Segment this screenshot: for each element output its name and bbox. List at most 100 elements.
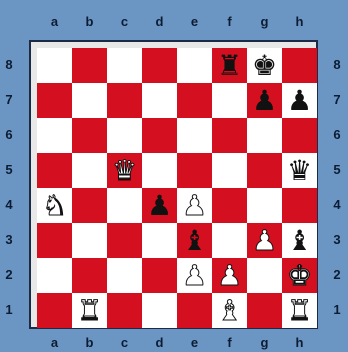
square-a6[interactable] <box>37 118 72 153</box>
square-g8[interactable]: ♚ <box>247 48 282 83</box>
square-d8[interactable] <box>142 48 177 83</box>
square-a8[interactable] <box>37 48 72 83</box>
square-c8[interactable] <box>107 48 142 83</box>
square-f5[interactable] <box>212 153 247 188</box>
square-g1[interactable] <box>247 293 282 328</box>
square-b2[interactable] <box>72 258 107 293</box>
rank-label-right-8: 8 <box>330 57 344 72</box>
square-g7[interactable]: ♟ <box>247 83 282 118</box>
square-a4[interactable]: ♞ <box>37 188 72 223</box>
white-bishop-icon[interactable]: ♝ <box>217 297 242 325</box>
square-f1[interactable]: ♝ <box>212 293 247 328</box>
square-f8[interactable]: ♜ <box>212 48 247 83</box>
square-b5[interactable] <box>72 153 107 188</box>
square-e5[interactable] <box>177 153 212 188</box>
square-h7[interactable]: ♟ <box>282 83 317 118</box>
square-g5[interactable] <box>247 153 282 188</box>
square-h6[interactable] <box>282 118 317 153</box>
white-king-icon[interactable]: ♚ <box>287 262 312 290</box>
square-c2[interactable] <box>107 258 142 293</box>
square-b1[interactable]: ♜ <box>72 293 107 328</box>
square-g6[interactable] <box>247 118 282 153</box>
black-pawn-icon[interactable]: ♟ <box>252 87 277 115</box>
black-bishop-icon[interactable]: ♝ <box>182 227 207 255</box>
square-b6[interactable] <box>72 118 107 153</box>
rank-label-right-3: 3 <box>330 232 344 247</box>
file-label-top-e: e <box>177 14 212 29</box>
square-d2[interactable] <box>142 258 177 293</box>
white-pawn-icon[interactable]: ♟ <box>182 192 207 220</box>
square-b4[interactable] <box>72 188 107 223</box>
black-pawn-icon[interactable]: ♟ <box>147 192 172 220</box>
rank-label-left-7: 7 <box>2 92 16 107</box>
square-d5[interactable] <box>142 153 177 188</box>
square-b7[interactable] <box>72 83 107 118</box>
rank-label-right-2: 2 <box>330 267 344 282</box>
white-queen-icon[interactable]: ♛ <box>112 157 137 185</box>
square-g2[interactable] <box>247 258 282 293</box>
square-h4[interactable] <box>282 188 317 223</box>
square-h3[interactable]: ♝ <box>282 223 317 258</box>
square-f2[interactable]: ♟ <box>212 258 247 293</box>
square-h8[interactable] <box>282 48 317 83</box>
square-c5[interactable]: ♛ <box>107 153 142 188</box>
white-pawn-icon[interactable]: ♟ <box>182 262 207 290</box>
black-bishop-icon[interactable]: ♝ <box>287 227 312 255</box>
square-f6[interactable] <box>212 118 247 153</box>
black-queen-icon[interactable]: ♛ <box>287 157 312 185</box>
square-d3[interactable] <box>142 223 177 258</box>
square-a5[interactable] <box>37 153 72 188</box>
white-knight-icon[interactable]: ♞ <box>42 192 67 220</box>
chess-board: ♜ ♚ ♟ ♟ ♛ ♛ ♞ ♟ ♟ ♝ ♟ ♝ ♟ ♟ ♚ ♜ ♝ ♜ <box>37 48 317 328</box>
square-e4[interactable]: ♟ <box>177 188 212 223</box>
rank-label-left-8: 8 <box>2 57 16 72</box>
rank-label-left-2: 2 <box>2 267 16 282</box>
square-b3[interactable] <box>72 223 107 258</box>
rank-label-right-1: 1 <box>330 302 344 317</box>
square-c7[interactable] <box>107 83 142 118</box>
square-g4[interactable] <box>247 188 282 223</box>
square-c1[interactable] <box>107 293 142 328</box>
white-rook-icon[interactable]: ♜ <box>77 297 102 325</box>
file-label-bottom-h: h <box>282 335 317 350</box>
white-pawn-icon[interactable]: ♟ <box>252 227 277 255</box>
rank-label-right-5: 5 <box>330 162 344 177</box>
square-e1[interactable] <box>177 293 212 328</box>
square-c6[interactable] <box>107 118 142 153</box>
file-label-bottom-g: g <box>247 335 282 350</box>
file-label-bottom-e: e <box>177 335 212 350</box>
square-a7[interactable] <box>37 83 72 118</box>
black-pawn-icon[interactable]: ♟ <box>287 87 312 115</box>
white-rook-icon[interactable]: ♜ <box>287 297 312 325</box>
square-d7[interactable] <box>142 83 177 118</box>
square-a2[interactable] <box>37 258 72 293</box>
file-label-top-g: g <box>247 14 282 29</box>
black-rook-icon[interactable]: ♜ <box>217 52 242 80</box>
square-d6[interactable] <box>142 118 177 153</box>
square-b8[interactable] <box>72 48 107 83</box>
square-c3[interactable] <box>107 223 142 258</box>
file-label-top-c: c <box>107 14 142 29</box>
square-e2[interactable]: ♟ <box>177 258 212 293</box>
square-c4[interactable] <box>107 188 142 223</box>
square-h1[interactable]: ♜ <box>282 293 317 328</box>
square-h2[interactable]: ♚ <box>282 258 317 293</box>
square-g3[interactable]: ♟ <box>247 223 282 258</box>
square-f7[interactable] <box>212 83 247 118</box>
square-e3[interactable]: ♝ <box>177 223 212 258</box>
square-h5[interactable]: ♛ <box>282 153 317 188</box>
square-d4[interactable]: ♟ <box>142 188 177 223</box>
square-a3[interactable] <box>37 223 72 258</box>
square-d1[interactable] <box>142 293 177 328</box>
square-e6[interactable] <box>177 118 212 153</box>
square-e7[interactable] <box>177 83 212 118</box>
square-a1[interactable] <box>37 293 72 328</box>
white-pawn-icon[interactable]: ♟ <box>217 262 242 290</box>
file-label-top-h: h <box>282 14 317 29</box>
square-f4[interactable] <box>212 188 247 223</box>
square-e8[interactable] <box>177 48 212 83</box>
black-king-icon[interactable]: ♚ <box>252 52 277 80</box>
square-f3[interactable] <box>212 223 247 258</box>
file-label-bottom-f: f <box>212 335 247 350</box>
file-label-top-b: b <box>72 14 107 29</box>
